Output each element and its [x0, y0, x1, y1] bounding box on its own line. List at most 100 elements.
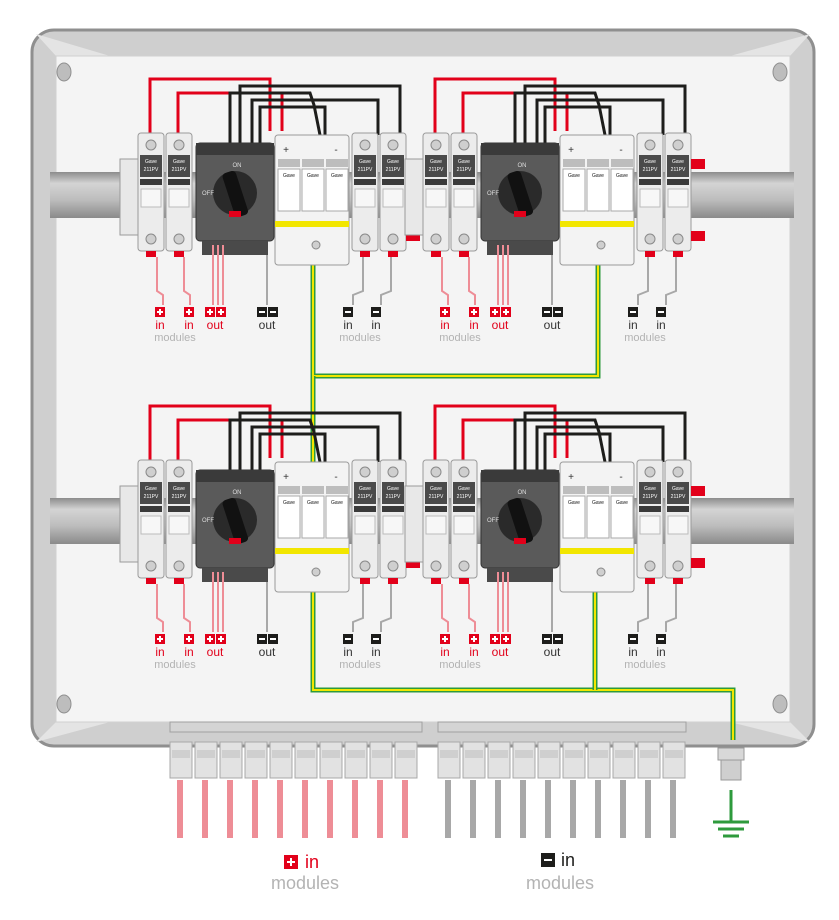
minus-box-icon — [371, 307, 381, 317]
input-label: in — [155, 318, 164, 332]
fuse-model-label: 211PV — [358, 167, 373, 173]
fuse-negative: Gave 211PV — [636, 132, 664, 257]
end-clamp — [404, 485, 424, 563]
fuse-model-label: 211PV — [671, 494, 686, 500]
minus-box-icon — [257, 307, 267, 317]
bridge-lug — [691, 486, 705, 496]
cable-glands — [169, 721, 687, 838]
minus-box-icon — [542, 634, 552, 644]
input-label: in — [656, 645, 665, 659]
spd-plus-label: + — [568, 472, 574, 483]
fuse-brand-label: Gave — [430, 159, 442, 165]
fuse-brand-label: Gave — [387, 159, 399, 165]
minus-box-icon — [553, 307, 563, 317]
top-wiring — [433, 77, 687, 153]
plus-box-icon — [490, 307, 500, 317]
spd-brand-label: Gave — [592, 500, 604, 506]
legend-negative-in: in modules — [526, 850, 594, 893]
fuse-brand-label: Gave — [644, 159, 656, 165]
spd-brand-label: Gave — [283, 173, 295, 179]
output-label: out — [544, 318, 561, 332]
fuse-brand-label: Gave — [145, 486, 157, 492]
minus-box-icon — [343, 634, 353, 644]
input-label: in — [628, 645, 637, 659]
minus-box-icon — [268, 634, 278, 644]
modules-label: modules — [624, 659, 666, 671]
input-label: in — [628, 318, 637, 332]
fuse-brand-label: Gave — [173, 486, 185, 492]
spd-brand-label: Gave — [307, 500, 319, 506]
fuse-brand-label: Gave — [359, 159, 371, 165]
legend-positive-in-label: in — [305, 852, 319, 872]
output-label: out — [207, 645, 224, 659]
output-label: out — [259, 645, 276, 659]
legend-negative-modules-label: modules — [526, 873, 594, 893]
modules-label: modules — [339, 659, 381, 671]
minus-box-icon — [628, 307, 638, 317]
output-label: out — [544, 645, 561, 659]
fuse-model-label: 211PV — [643, 167, 658, 173]
fuse-model-label: 211PV — [172, 494, 187, 500]
spd-minus-label: - — [619, 145, 622, 156]
fuse-brand-label: Gave — [173, 159, 185, 165]
bridge-lug — [406, 558, 420, 568]
modules-label: modules — [339, 332, 381, 344]
minus-box-icon — [656, 307, 666, 317]
modules-label: modules — [439, 332, 481, 344]
end-clamp — [119, 158, 139, 236]
minus-box-icon — [628, 634, 638, 644]
fuse-model-label: 211PV — [429, 167, 444, 173]
end-clamp — [119, 485, 139, 563]
switch-on-label: ON — [233, 490, 242, 496]
bridge-lug — [691, 231, 705, 241]
spd-brand-label: Gave — [307, 173, 319, 179]
plus-box-icon — [216, 307, 226, 317]
plus-box-icon — [490, 634, 500, 644]
spd-minus-label: - — [619, 472, 622, 483]
bottom-cables — [156, 572, 392, 632]
spd-brand-label: Gave — [283, 500, 295, 506]
fuse-model-label: 211PV — [429, 494, 444, 500]
input-label: in — [656, 318, 665, 332]
input-label: in — [469, 645, 478, 659]
fuse-positive: Gave 211PV — [137, 459, 165, 584]
fuse-model-label: 211PV — [643, 494, 658, 500]
fuse-brand-label: Gave — [672, 159, 684, 165]
spd-minus-label: - — [334, 145, 337, 156]
spd-plus-label: + — [568, 145, 574, 156]
fuse-model-label: 211PV — [144, 494, 159, 500]
minus-box-icon — [257, 634, 267, 644]
fuse-model-label: 211PV — [172, 167, 187, 173]
fuse-model-label: 211PV — [358, 494, 373, 500]
top-wiring — [148, 404, 402, 480]
bottom-cables — [441, 572, 677, 632]
fuse-model-label: 211PV — [386, 494, 401, 500]
earth-wiring — [310, 252, 736, 740]
input-label: in — [440, 645, 449, 659]
plus-box-icon — [501, 634, 511, 644]
fuse-brand-label: Gave — [458, 159, 470, 165]
modules-label: modules — [439, 659, 481, 671]
switch-off-label: OFF — [487, 518, 499, 524]
output-label: out — [259, 318, 276, 332]
plus-box-icon — [184, 307, 194, 317]
input-label: in — [184, 318, 193, 332]
plus-box-icon — [501, 307, 511, 317]
